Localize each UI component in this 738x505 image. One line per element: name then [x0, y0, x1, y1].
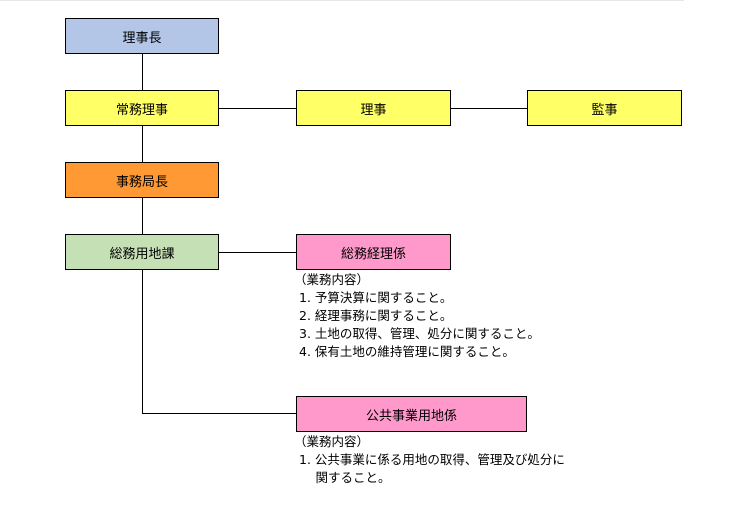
managing-director-box: 常務理事 [65, 90, 219, 126]
connector-chairman-managing [142, 54, 143, 91]
accounting-duties-heading: （業務内容） [294, 272, 370, 287]
accounting-duty-item: 4. 保有土地の維持管理に関すること。 [299, 344, 515, 359]
general-accounting-unit-label: 総務経理係 [340, 246, 406, 262]
secretary-general-label: 事務局長 [115, 174, 168, 190]
connector-section-accounting [219, 252, 297, 253]
accounting-duty-item: 2. 経理事務に関すること。 [299, 308, 453, 323]
connector-managing-director [219, 108, 297, 109]
public-works-land-unit-box: 公共事業用地係 [296, 396, 527, 432]
director-label: 理事 [360, 102, 387, 118]
general-affairs-section-box: 総務用地課 [65, 234, 219, 270]
general-accounting-unit-box: 総務経理係 [296, 234, 451, 270]
managing-director-label: 常務理事 [115, 102, 168, 118]
accounting-duty-item: 1. 予算決算に関すること。 [299, 290, 453, 305]
connector-to-public-works [142, 413, 297, 414]
public-works-duty-item: 関すること。 [299, 470, 391, 485]
connector-secretary-section [142, 198, 143, 235]
connector-managing-secretary [142, 126, 143, 163]
general-affairs-section-label: 総務用地課 [109, 246, 175, 262]
auditor-label: 監事 [591, 102, 618, 118]
top-divider [0, 0, 684, 1]
chairman-box: 理事長 [65, 18, 219, 54]
director-box: 理事 [296, 90, 451, 126]
public-works-duties-heading: （業務内容） [294, 434, 370, 449]
secretary-general-box: 事務局長 [65, 162, 219, 198]
accounting-duty-item: 3. 土地の取得、管理、処分に関すること。 [299, 326, 540, 341]
public-works-land-unit-label: 公共事業用地係 [365, 408, 457, 424]
connector-section-down [142, 270, 143, 413]
auditor-box: 監事 [527, 90, 682, 126]
connector-director-auditor [451, 108, 528, 109]
public-works-duty-item: 1. 公共事業に係る用地の取得、管理及び処分に [299, 452, 565, 467]
chairman-label: 理事長 [122, 30, 162, 46]
